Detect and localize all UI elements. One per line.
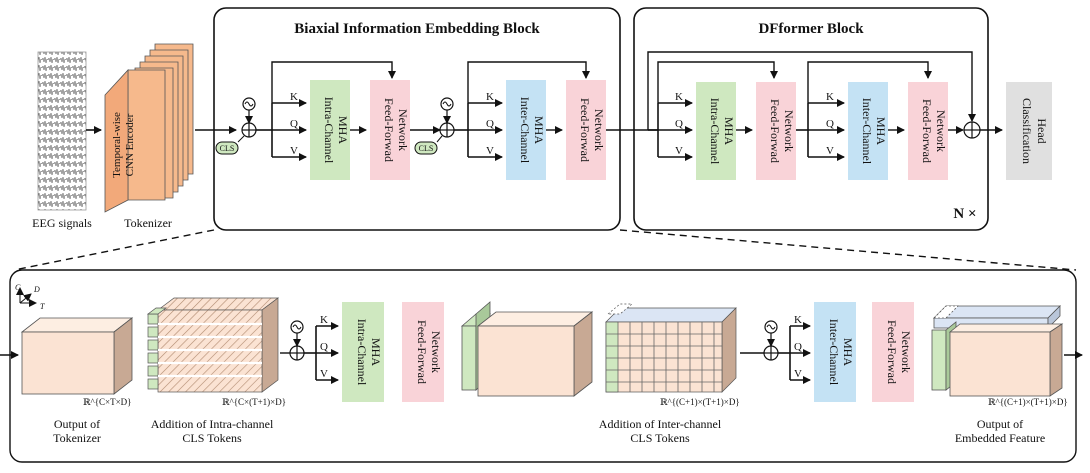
k-label-6: K xyxy=(794,314,802,326)
dim-2: ℝ^{C×(T+1)×D} xyxy=(222,397,286,407)
q-label-6: Q xyxy=(794,341,802,353)
k-label-5: K xyxy=(320,314,328,326)
axis-c: C xyxy=(15,283,21,292)
axis-indicator: C D T xyxy=(15,283,45,311)
classification-head: Classification Head xyxy=(1006,82,1052,180)
inter-mha-box-2 xyxy=(848,82,888,180)
cap3-a: Addition of Inter-channel xyxy=(599,417,722,431)
inter-mha-text-1b: MHA xyxy=(532,116,546,144)
intra-mha-box-3 xyxy=(342,302,384,402)
v-label-1: V xyxy=(290,145,298,157)
n-times: N × xyxy=(953,206,976,222)
v-label-6: V xyxy=(794,368,802,380)
cap4-b: Embedded Feature xyxy=(955,431,1045,445)
inter-mha-text-1a: Inter-Channel xyxy=(518,97,532,164)
q-label-1: Q xyxy=(290,118,298,130)
inter-mha-text-2a: Inter-Channel xyxy=(860,98,874,165)
eeg-signals: EEG signals xyxy=(32,51,92,230)
ffn-text-3a: Feed-Forwad xyxy=(768,99,782,163)
encoder-text-2: CNN Encoder xyxy=(124,113,136,176)
encoder-text-1: Temporal-wise xyxy=(111,112,123,178)
ffn-box-2 xyxy=(566,80,606,180)
cap2-a: Addition of Intra-channel xyxy=(151,417,274,431)
axis-t: T xyxy=(40,302,45,311)
k-label-2: K xyxy=(486,91,494,103)
ffn-text-2a: Feed-Forwad xyxy=(578,98,592,162)
ffn-box-6 xyxy=(872,302,914,402)
inter-mha-box-1 xyxy=(506,80,546,180)
ffn-text-5a: Feed-Forwad xyxy=(415,320,429,384)
axis-d: D xyxy=(33,285,40,294)
ffn-box-1 xyxy=(370,80,410,180)
ffn-box-4 xyxy=(908,82,948,180)
dim-1: ℝ^{C×T×D} xyxy=(83,397,132,407)
cap3-b: CLS Tokens xyxy=(630,431,690,445)
tokenizer-stack: Temporal-wise CNN Encoder Tokenizer xyxy=(104,43,194,230)
v-label-4: V xyxy=(826,145,834,157)
eeg-signals-label: EEG signals xyxy=(32,216,92,230)
dim-4: ℝ^{(C+1)×(T+1)×D} xyxy=(988,397,1068,407)
intra-mha-box-1 xyxy=(310,80,350,180)
intra-mha-text-3b: MHA xyxy=(369,338,383,366)
ffn-text-1b: Network xyxy=(396,109,410,151)
intra-mha-text-2a: Intra-Channel xyxy=(708,98,722,165)
ffn-text-4b: Network xyxy=(934,110,948,152)
intra-mha-box-2 xyxy=(696,82,736,180)
cap1-b: Tokenizer xyxy=(53,431,101,445)
v-label-2: V xyxy=(486,145,494,157)
inter-mha-box-3 xyxy=(814,302,856,402)
cls-label-1: CLS xyxy=(220,144,235,153)
ffn-text-4a: Feed-Forwad xyxy=(920,99,934,163)
cls-token-1 xyxy=(215,141,239,155)
dfformer-block: DFformer Block N × K Q V Intra-Channel M… xyxy=(633,7,989,231)
k-label-1: K xyxy=(290,91,298,103)
k-label-4: K xyxy=(826,91,834,103)
intra-output-cube xyxy=(460,301,594,397)
q-label-2: Q xyxy=(486,118,494,130)
v-label-3: V xyxy=(675,145,683,157)
inter-mha-text-2b: MHA xyxy=(874,117,888,145)
ffn-box-3 xyxy=(756,82,796,180)
head-text-1: Classification xyxy=(1020,98,1034,164)
intra-mha-text-1b: MHA xyxy=(336,116,350,144)
ffn-box-5 xyxy=(402,302,444,402)
q-label-4: Q xyxy=(826,118,834,130)
cls-label-2: CLS xyxy=(419,144,434,153)
intra-mha-text-2b: MHA xyxy=(722,117,736,145)
embedded-feature-cube xyxy=(931,305,1064,397)
intra-mha-text-1a: Intra-Channel xyxy=(322,97,336,164)
ffn-text-5b: Network xyxy=(429,331,443,373)
cap4-a: Output of xyxy=(977,417,1023,431)
inter-mha-text-3b: MHA xyxy=(841,338,855,366)
cap1-a: Output of xyxy=(54,417,100,431)
v-label-5: V xyxy=(320,368,328,380)
head-text-2: Head xyxy=(1035,118,1049,143)
detail-panel xyxy=(9,269,1077,463)
bie-title: Biaxial Information Embedding Block xyxy=(294,21,540,37)
ffn-text-6a: Feed-Forwad xyxy=(885,320,899,384)
tokenizer-label: Tokenizer xyxy=(124,216,172,230)
ffn-text-2b: Network xyxy=(592,109,606,151)
ffn-text-6b: Network xyxy=(899,331,913,373)
k-label-3: K xyxy=(675,91,683,103)
df-title: DFformer Block xyxy=(758,21,864,37)
ffn-text-3b: Network xyxy=(782,110,796,152)
inter-mha-text-3a: Inter-Channel xyxy=(827,319,841,386)
q-label-5: Q xyxy=(320,341,328,353)
q-label-3: Q xyxy=(675,118,683,130)
intra-mha-text-3a: Intra-Channel xyxy=(355,319,369,386)
tokenizer-output-cube xyxy=(20,317,134,395)
intra-cls-cube xyxy=(146,297,280,393)
ffn-text-1a: Feed-Forwad xyxy=(382,98,396,162)
cap2-b: CLS Tokens xyxy=(182,431,242,445)
cls-token-2 xyxy=(414,141,438,155)
bie-block: Biaxial Information Embedding Block CLS … xyxy=(213,7,621,231)
inter-cls-cube xyxy=(605,303,737,393)
dim-3: ℝ^{(C+1)×(T+1)×D} xyxy=(660,397,740,407)
